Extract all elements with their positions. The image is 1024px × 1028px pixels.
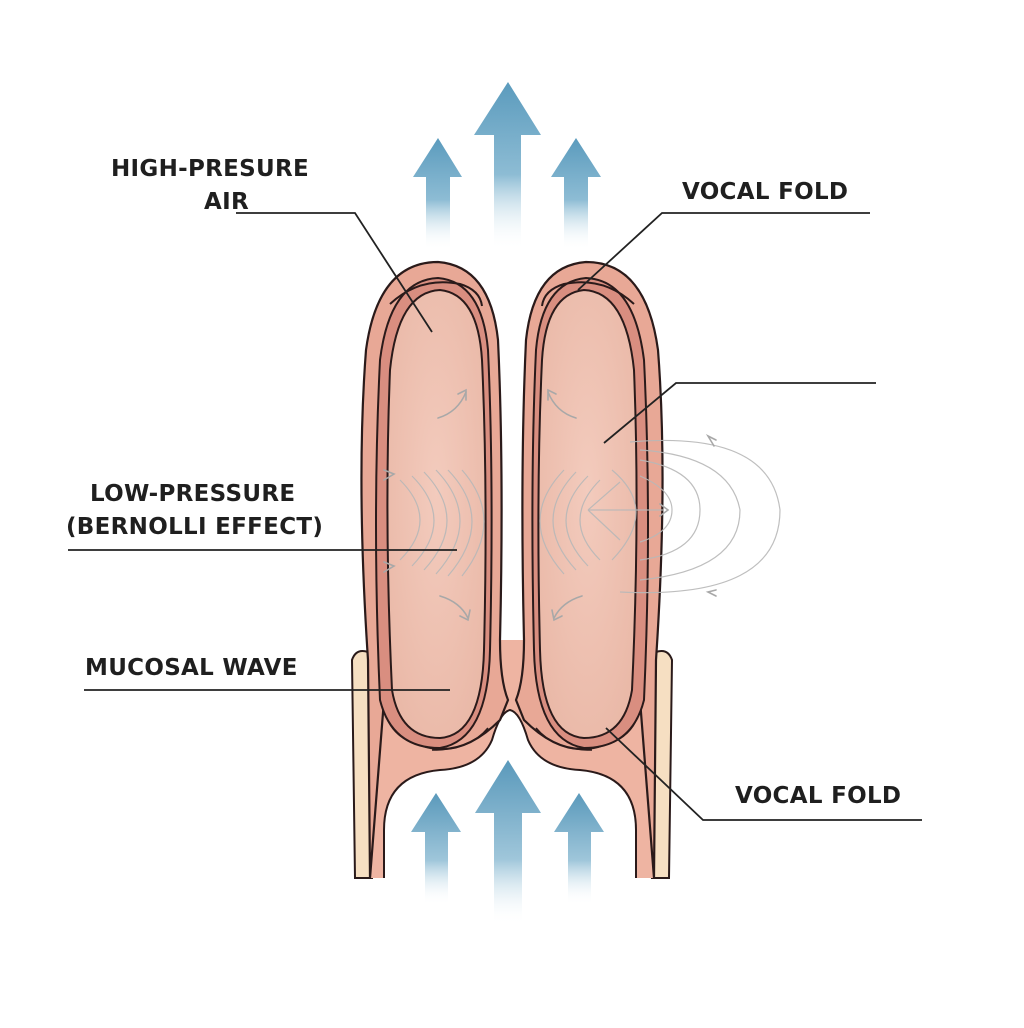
label-mucosal-wave: MUCOSAL WAVE xyxy=(85,655,298,681)
label-line: LOW-PRESSURE xyxy=(90,481,296,507)
flow-arrowheads xyxy=(383,388,717,622)
curved-arrow-icon xyxy=(547,391,577,419)
leader-high-pressure xyxy=(236,212,433,333)
curved-arrow-icon xyxy=(439,595,469,619)
left-fold-body xyxy=(386,288,487,740)
arrow-up-icon xyxy=(554,793,604,905)
curved-arrow-icon xyxy=(437,391,467,419)
label-line: AIR xyxy=(204,189,249,216)
arrow-up-icon xyxy=(551,138,601,250)
flow-field-lines xyxy=(399,439,781,594)
label-vocal-fold-top: VOCAL FOLD xyxy=(682,179,849,205)
leader-right-unlabeled xyxy=(603,382,876,444)
leader-vocal-fold-bottom xyxy=(605,727,922,821)
airflow-arrows-bottom xyxy=(411,760,604,925)
label-line: HIGH-PRESURE xyxy=(110,156,310,182)
arrow-up-icon xyxy=(413,138,462,250)
arrow-up-icon xyxy=(411,793,461,905)
label-line: (BERNOLLI EFFECT) xyxy=(66,514,324,541)
larynx-tissue xyxy=(350,260,674,879)
leader-lines xyxy=(68,212,922,821)
arrow-up-icon xyxy=(475,760,541,925)
leader-vocal-fold-top xyxy=(577,212,870,291)
label-low-pressure: LOW-PRESSURE (BERNOLLI EFFECT) xyxy=(66,478,323,545)
arrow-up-icon xyxy=(474,82,541,250)
label-vocal-fold-bottom: VOCAL FOLD xyxy=(735,783,902,809)
right-fold-body xyxy=(537,288,638,740)
label-high-pressure-air: HIGH-PRESURE AIR xyxy=(100,153,320,220)
curved-arrow-icon xyxy=(553,595,583,619)
airflow-arrows-top xyxy=(413,82,601,250)
